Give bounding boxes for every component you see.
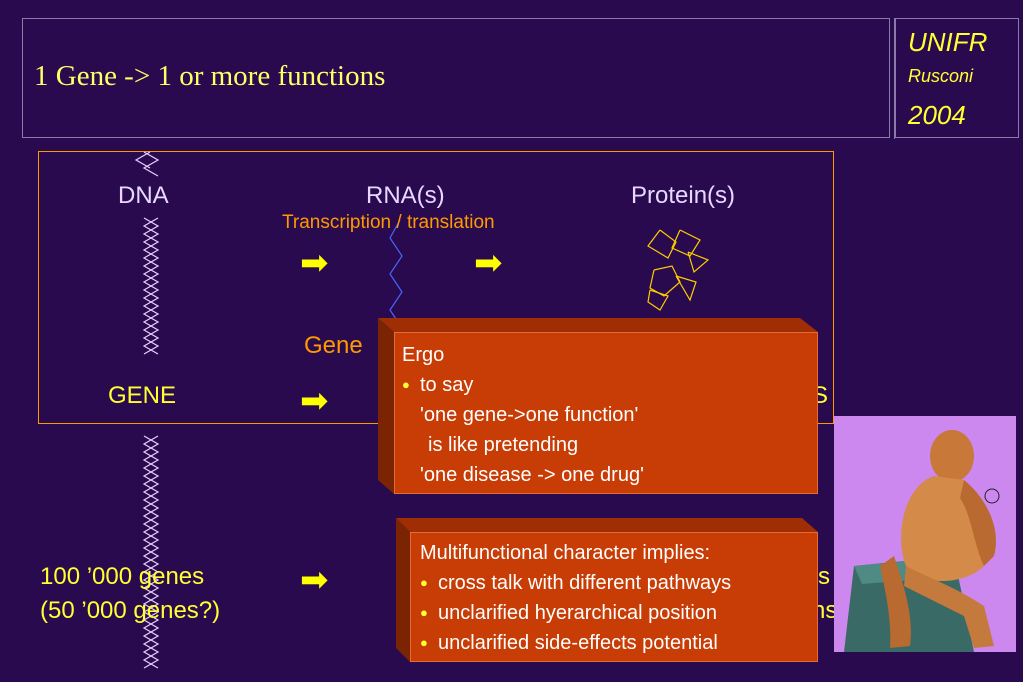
multifunctional-popup-panel bbox=[410, 532, 818, 662]
logo-author: Rusconi bbox=[908, 66, 974, 86]
ergo-line-2: 'one gene->one function' bbox=[420, 404, 639, 426]
slide-title: 1 Gene -> 1 or more functions bbox=[34, 60, 386, 92]
right-arrow-icon: ➡ bbox=[474, 244, 503, 282]
process-label: Transcription / translation bbox=[282, 212, 495, 233]
protein-fold-icon bbox=[647, 229, 710, 311]
ergo-line-3: is like pretending bbox=[428, 434, 579, 456]
ergo-line-1: to say bbox=[420, 374, 474, 396]
logo-frame bbox=[895, 18, 1019, 138]
rna-strand-icon bbox=[389, 219, 403, 323]
ergo-heading: Ergo bbox=[402, 344, 445, 366]
ergo-line-4: 'one disease -> one drug' bbox=[420, 464, 644, 486]
bullet-icon: ● bbox=[402, 377, 410, 392]
multifunctional-item-3: unclarified side-effects potential bbox=[438, 632, 718, 654]
logo-year: 2004 bbox=[908, 100, 966, 130]
genes-alt-count-label: (50 ’000 genes?) bbox=[40, 597, 221, 624]
logo-unifr: UNIFR bbox=[908, 27, 988, 57]
bullet-icon: ● bbox=[420, 635, 428, 650]
genes-count-label: 100 ’000 genes bbox=[40, 563, 205, 590]
multifunctional-heading: Multifunctional character implies: bbox=[420, 542, 711, 564]
protein-label: Protein(s) bbox=[631, 182, 736, 209]
dna-helix-icon-lower bbox=[142, 435, 160, 669]
right-arrow-icon: ➡ bbox=[300, 382, 329, 420]
thinker-statue-image bbox=[834, 416, 1016, 652]
rna-label: RNA(s) bbox=[366, 182, 445, 209]
right-arrow-icon: ➡ bbox=[300, 561, 329, 599]
title-frame bbox=[22, 18, 895, 139]
bullet-icon: ● bbox=[420, 605, 428, 620]
multifunctional-item-1: cross talk with different pathways bbox=[438, 572, 732, 594]
ergo-popup-panel bbox=[394, 332, 818, 494]
right-arrow-icon: ➡ bbox=[300, 244, 329, 282]
dna-label: DNA bbox=[118, 182, 169, 209]
multifunctional-item-2: unclarified hyerarchical position bbox=[438, 602, 718, 624]
gene-partial-label: Gene bbox=[304, 332, 363, 359]
partial-right-text-1: s bbox=[818, 563, 830, 590]
gene-label: GENE bbox=[108, 382, 177, 409]
bullet-icon: ● bbox=[420, 575, 428, 590]
dna-helix-icon bbox=[134, 151, 160, 355]
